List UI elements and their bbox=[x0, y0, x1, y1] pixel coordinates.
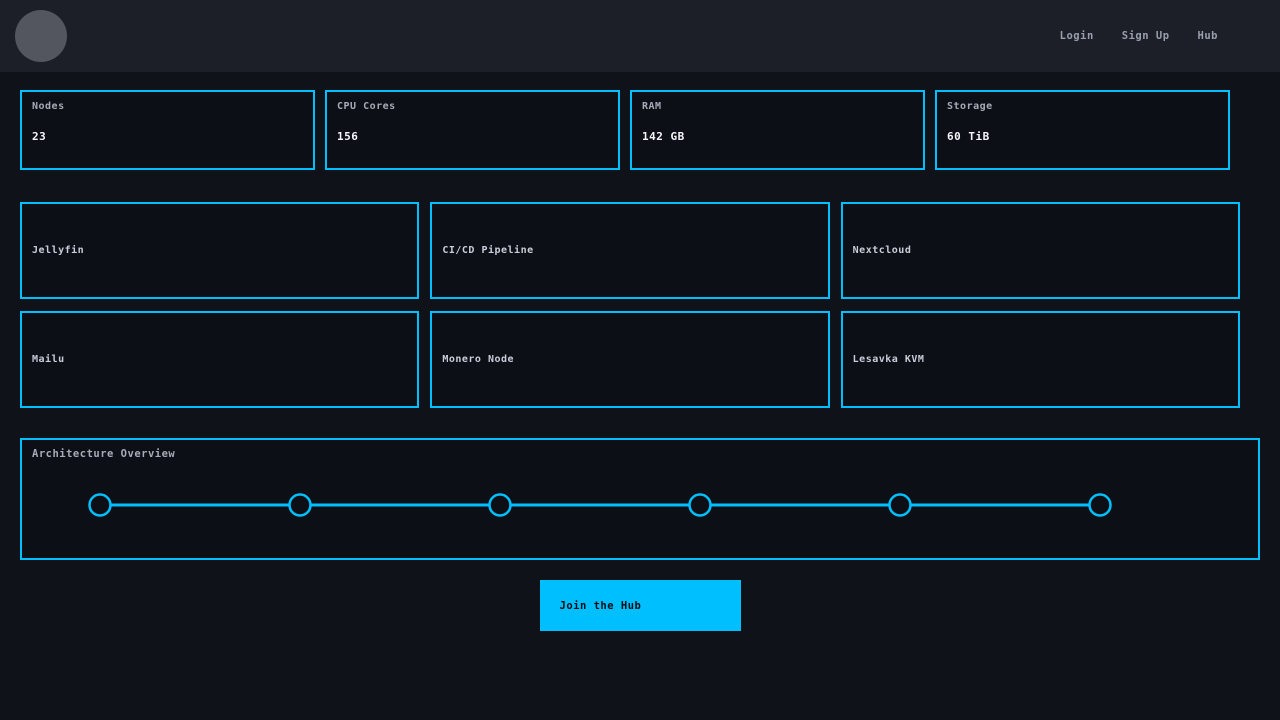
service-name: Lesavka KVM bbox=[852, 354, 925, 365]
service-card-monero-node[interactable]: Monero Node bbox=[430, 311, 830, 408]
architecture-node-icon bbox=[688, 493, 712, 517]
architecture-node-icon bbox=[488, 493, 512, 517]
nav-link-sign-up[interactable]: Sign Up bbox=[1121, 30, 1170, 42]
stat-card-storage: Storage 60 TiB bbox=[935, 90, 1230, 170]
service-name: CI/CD Pipeline bbox=[442, 245, 534, 256]
architecture-node-icon bbox=[1088, 493, 1112, 517]
service-name: Jellyfin bbox=[32, 245, 85, 256]
service-card-mailu[interactable]: Mailu bbox=[20, 311, 420, 408]
nav-links: Login Sign Up Hub bbox=[1060, 30, 1218, 42]
stat-card-cpu-cores: CPU Cores 156 bbox=[325, 90, 620, 170]
stat-label: RAM bbox=[642, 101, 662, 112]
service-name: Mailu bbox=[32, 354, 65, 365]
service-card-lesavka-kvm[interactable]: Lesavka KVM bbox=[840, 311, 1240, 408]
stats-row: Nodes 23 CPU Cores 156 RAM 142 GB Storag… bbox=[20, 90, 1230, 170]
service-card-nextcloud[interactable]: Nextcloud bbox=[840, 202, 1240, 299]
architecture-node-icon bbox=[288, 493, 312, 517]
architecture-node-icon bbox=[88, 493, 112, 517]
stat-value: 60 TiB bbox=[947, 130, 990, 143]
stat-label: Storage bbox=[947, 101, 993, 112]
stat-label: CPU Cores bbox=[337, 101, 396, 112]
service-card-cicd-pipeline[interactable]: CI/CD Pipeline bbox=[430, 202, 830, 299]
stat-value: 142 GB bbox=[642, 130, 685, 143]
stat-value: 23 bbox=[32, 130, 47, 143]
nav-link-login[interactable]: Login bbox=[1059, 30, 1094, 42]
stat-card-ram: RAM 142 GB bbox=[630, 90, 925, 170]
navbar: Login Sign Up Hub bbox=[0, 0, 1280, 72]
avatar[interactable] bbox=[15, 10, 67, 62]
service-name: Nextcloud bbox=[852, 245, 912, 256]
service-name: Monero Node bbox=[442, 354, 515, 365]
join-hub-button[interactable]: Join the Hub bbox=[539, 580, 741, 631]
architecture-title: Architecture Overview bbox=[32, 448, 176, 460]
services-grid: Jellyfin CI/CD Pipeline Nextcloud Mailu … bbox=[20, 202, 1240, 408]
nav-link-hub[interactable]: Hub bbox=[1197, 30, 1218, 42]
stat-value: 156 bbox=[337, 130, 359, 143]
architecture-timeline bbox=[32, 460, 1248, 550]
stat-card-nodes: Nodes 23 bbox=[20, 90, 315, 170]
service-card-jellyfin[interactable]: Jellyfin bbox=[20, 202, 420, 299]
architecture-overview-panel: Architecture Overview bbox=[20, 438, 1260, 560]
stat-label: Nodes bbox=[32, 101, 65, 112]
architecture-node-icon bbox=[888, 493, 912, 517]
architecture-timeline-svg bbox=[88, 493, 1112, 517]
main-content: Nodes 23 CPU Cores 156 RAM 142 GB Storag… bbox=[0, 90, 1280, 631]
